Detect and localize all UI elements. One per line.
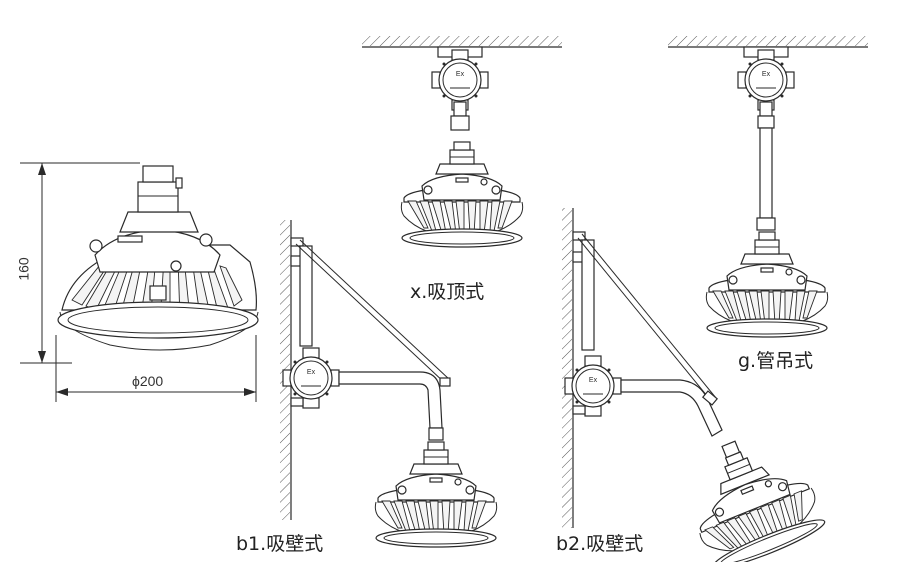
wall-mount-2-assembly [562,208,830,562]
label-ceiling-mount: x.吸顶式 [410,281,485,303]
diameter-dimension [55,335,257,402]
label-wall-mount-1: b1.吸壁式 [236,533,324,555]
wall-mount-1-assembly [280,220,498,548]
height-dimension [20,162,140,364]
label-pipe-pendant-mount: g.管吊式 [738,350,814,372]
ceiling-mount-assembly [362,36,562,248]
height-label: 160 [15,257,32,281]
pipe-pendant-assembly [668,36,868,338]
label-wall-mount-2: b2.吸壁式 [556,533,644,555]
main-lamp [57,165,259,351]
diameter-label: ϕ200 [132,373,164,389]
